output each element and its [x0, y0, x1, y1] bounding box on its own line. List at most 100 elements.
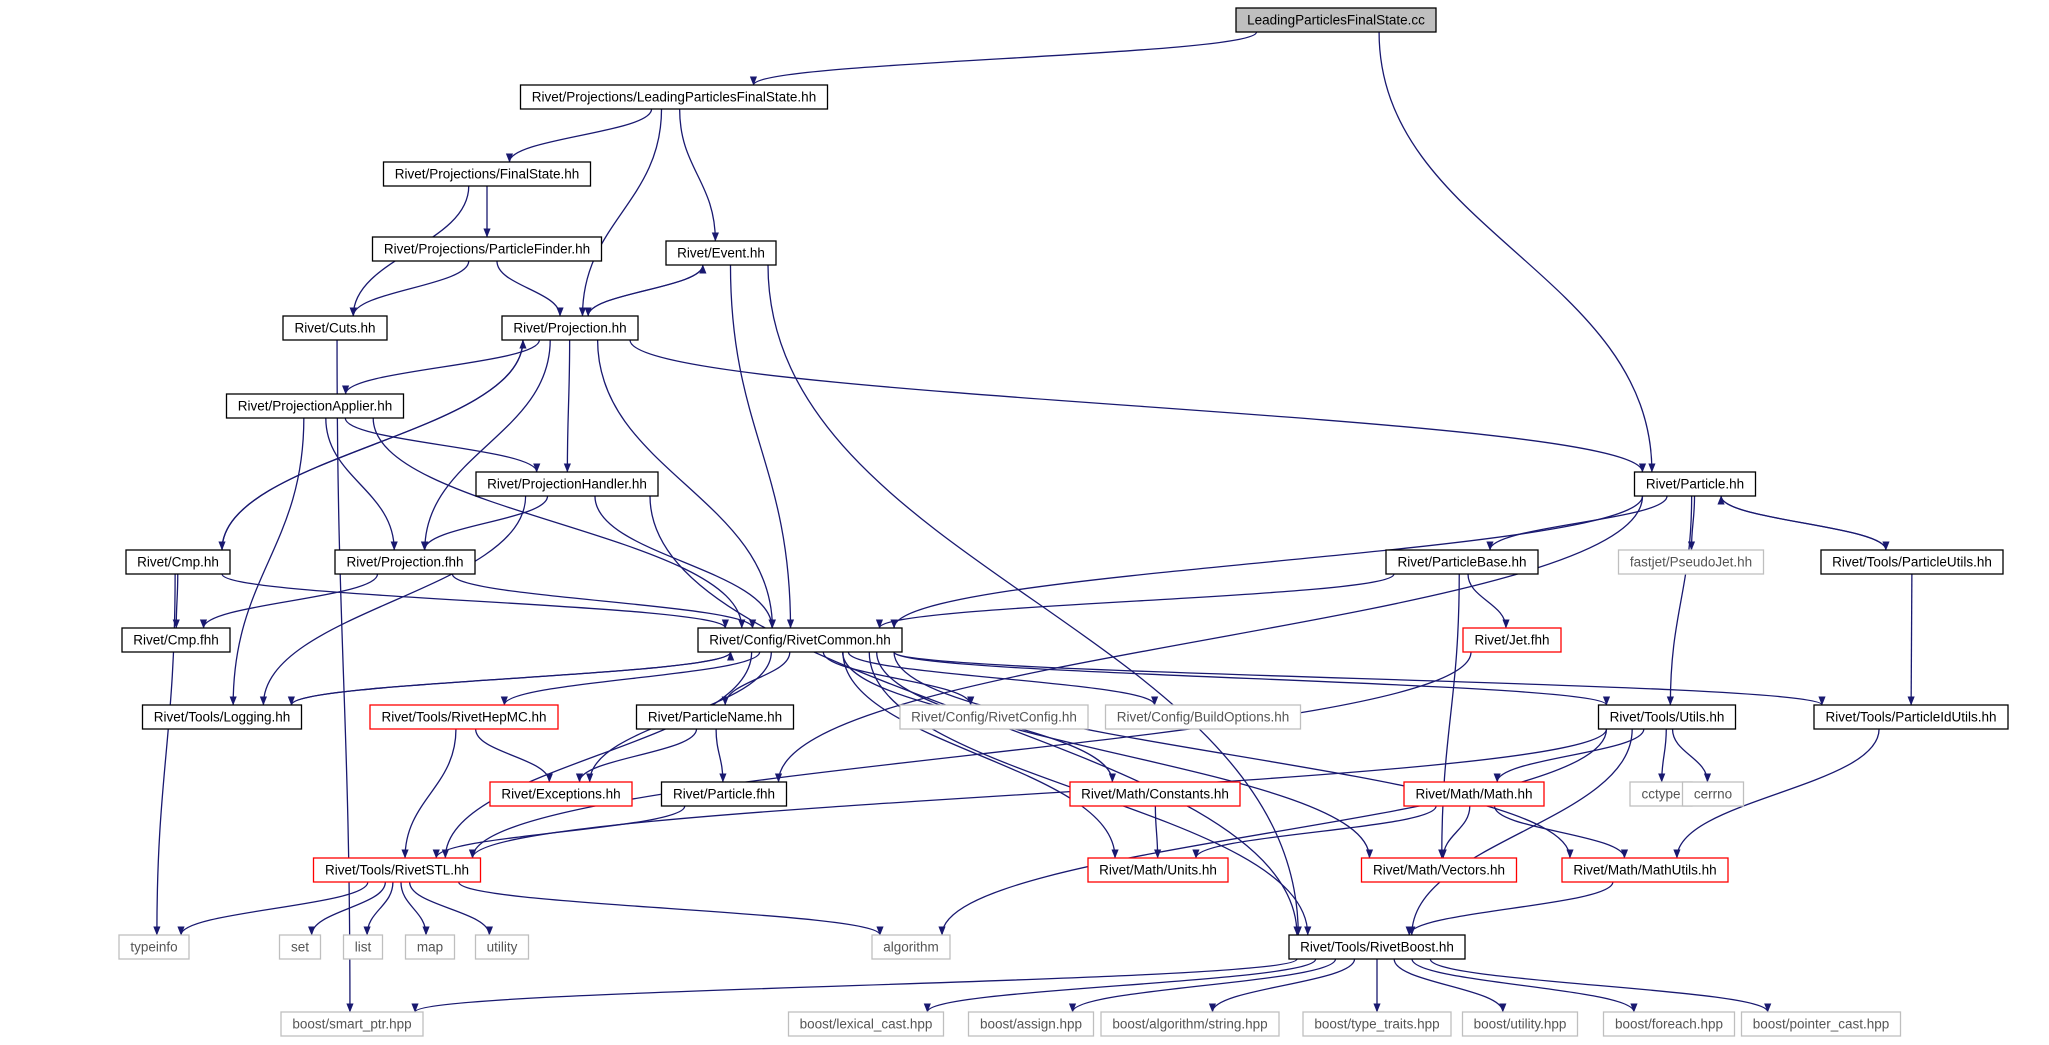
edge-rivetstl-to-typeinfo [177, 881, 369, 936]
node-algstring: boost/algorithm/string.hpp [1100, 1011, 1280, 1037]
node-utils[interactable]: Rivet/Tools/Utils.hh [1597, 704, 1737, 730]
node-box [125, 549, 231, 575]
node-event[interactable]: Rivet/Event.hh [665, 240, 777, 266]
edge-projhandler-to-rivetcommon [594, 495, 776, 629]
node-box [312, 857, 482, 883]
edge-projapplier-to-rivetcommon [372, 417, 746, 629]
node-box [141, 704, 303, 730]
node-box [489, 781, 633, 807]
node-label: Rivet/Cmp.fhh [133, 633, 219, 648]
edge-lpfs_hh-to-projection [578, 108, 663, 317]
node-cmp[interactable]: Rivet/Cmp.hh [125, 549, 231, 575]
edge-mathmath-to-vectors [1439, 805, 1471, 859]
edge-rivetcommon-to-utils [893, 651, 1610, 706]
edge-rivetstl-to-algorithm [458, 881, 884, 936]
node-lpfs_hh[interactable]: Rivet/Projections/LeadingParticlesFinalS… [519, 84, 829, 110]
edge-rivetcommon-to-vectors [876, 651, 1374, 859]
edge-rivetstl-to-map [400, 881, 430, 936]
edge-utils-to-rivetboost [1408, 728, 1633, 936]
edge-constants-to-units [1154, 805, 1162, 859]
node-particleutils[interactable]: Rivet/Tools/ParticleUtils.hh [1820, 549, 2004, 575]
node-projfhh[interactable]: Rivet/Projection.fhh [334, 549, 476, 575]
node-box [1235, 7, 1437, 33]
node-constants[interactable]: Rivet/Math/Constants.hh [1069, 781, 1241, 807]
node-box [1462, 627, 1562, 653]
node-box [225, 393, 405, 419]
node-box [1633, 471, 1757, 497]
node-typeinfo: typeinfo [118, 934, 190, 960]
node-cmpfhh[interactable]: Rivet/Cmp.fhh [121, 627, 231, 653]
edge-rivetboost-to-pointercast [1429, 958, 1772, 1013]
node-label: Rivet/Cmp.hh [137, 555, 219, 570]
node-box [369, 704, 559, 730]
edge-lpfs_cc-to-particle_hh [1378, 31, 1656, 473]
node-particleidutils[interactable]: Rivet/Tools/ParticleIdUtils.hh [1813, 704, 2009, 730]
node-mathmath[interactable]: Rivet/Math/Math.hh [1403, 781, 1545, 807]
node-box [1403, 781, 1545, 807]
node-cuts[interactable]: Rivet/Cuts.hh [282, 315, 388, 341]
node-cerrno: cerrno [1681, 781, 1745, 807]
edge-particlefinder-to-projection [496, 260, 564, 317]
node-label: boost/assign.hpp [980, 1017, 1082, 1032]
node-box [371, 236, 603, 262]
edge-particle_hh-to-utils [1666, 495, 1693, 706]
node-rivethepmc[interactable]: Rivet/Tools/RivetHepMC.hh [369, 704, 559, 730]
edge-particle_hh-to-rivetcommon [890, 495, 1644, 629]
node-rivetstl[interactable]: Rivet/Tools/RivetSTL.hh [312, 857, 482, 883]
node-units[interactable]: Rivet/Math/Units.hh [1087, 857, 1229, 883]
node-jetfhh[interactable]: Rivet/Jet.fhh [1462, 627, 1562, 653]
node-projection[interactable]: Rivet/Projection.hh [501, 315, 639, 341]
node-label: Rivet/Math/Constants.hh [1081, 787, 1229, 802]
edge-projection-to-event [587, 264, 707, 317]
node-finalstate[interactable]: Rivet/Projections/FinalState.hh [382, 161, 592, 187]
edge-rivetboost-to-algstring [1208, 958, 1356, 1013]
edge-particlefinder-to-cuts [349, 260, 470, 317]
node-box [899, 704, 1089, 730]
node-rivetcommon[interactable]: Rivet/Config/RivetCommon.hh [697, 627, 903, 653]
node-box [871, 934, 951, 960]
node-box [121, 627, 231, 653]
node-box [382, 161, 592, 187]
edge-projection-to-projhandler [563, 339, 571, 473]
node-typetraits: boost/type_traits.hpp [1302, 1011, 1452, 1037]
node-label: boost/smart_ptr.hpp [292, 1017, 411, 1032]
edge-rivethepmc-to-rivetstl [401, 728, 457, 859]
node-vectors[interactable]: Rivet/Math/Vectors.hh [1360, 857, 1518, 883]
node-label: utility [487, 940, 518, 955]
node-particlefhh[interactable]: Rivet/Particle.fhh [660, 781, 788, 807]
node-algorithm: algorithm [871, 934, 951, 960]
node-logging[interactable]: Rivet/Tools/Logging.hh [141, 704, 303, 730]
edge-particleutils-to-particle_hh [1717, 495, 1887, 551]
node-box [635, 704, 795, 730]
node-label: Rivet/ProjectionHandler.hh [487, 477, 647, 492]
node-box [1617, 549, 1765, 575]
node-box [278, 934, 322, 960]
node-rivetboost[interactable]: Rivet/Tools/RivetBoost.hh [1288, 934, 1466, 960]
edge-mathmath-to-units [1192, 805, 1437, 859]
node-label: Rivet/Projections/LeadingParticlesFinalS… [532, 90, 816, 105]
node-particlename[interactable]: Rivet/ParticleName.hh [635, 704, 795, 730]
edge-rivetstl-to-list [363, 881, 394, 936]
node-box [660, 781, 788, 807]
node-particlebase[interactable]: Rivet/ParticleBase.hh [1385, 549, 1539, 575]
node-mathutils[interactable]: Rivet/Math/MathUtils.hh [1561, 857, 1729, 883]
node-rivetconfig: Rivet/Config/RivetConfig.hh [899, 704, 1089, 730]
node-box [1087, 857, 1229, 883]
edge-cmp-to-projection [221, 339, 527, 551]
node-projhandler[interactable]: Rivet/ProjectionHandler.hh [475, 471, 659, 497]
edge-projfhh-to-cmpfhh [199, 573, 379, 629]
node-particle_hh[interactable]: Rivet/Particle.hh [1633, 471, 1757, 497]
edge-rivetcommon-to-rivethepmc [500, 651, 761, 706]
node-exceptions[interactable]: Rivet/Exceptions.hh [489, 781, 633, 807]
edge-particlename-to-exceptions [575, 728, 698, 783]
node-box [1069, 781, 1241, 807]
node-box [665, 240, 777, 266]
node-label: cerrno [1694, 787, 1732, 802]
node-label: Rivet/Exceptions.hh [501, 787, 620, 802]
node-projapplier[interactable]: Rivet/ProjectionApplier.hh [225, 393, 405, 419]
node-lpfs_cc[interactable]: LeadingParticlesFinalState.cc [1235, 7, 1437, 33]
node-box [697, 627, 903, 653]
edge-projection-to-projfhh [421, 339, 551, 551]
node-particlefinder[interactable]: Rivet/Projections/ParticleFinder.hh [371, 236, 603, 262]
